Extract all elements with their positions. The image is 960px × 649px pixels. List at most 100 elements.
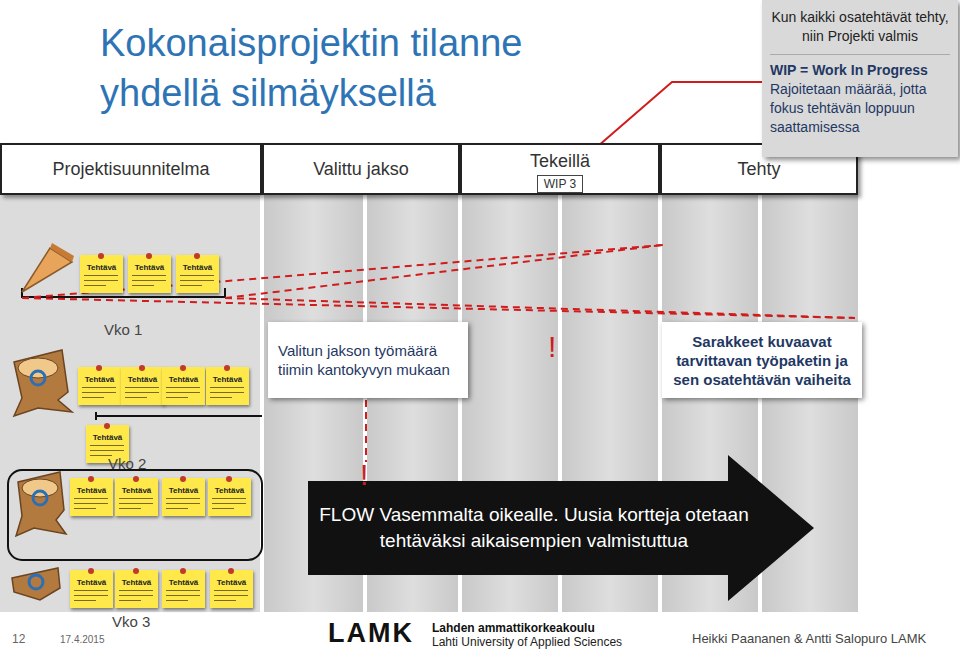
task-card: Tehtävä	[208, 478, 251, 516]
task-card: Tehtävä	[176, 255, 219, 293]
footer-band	[0, 612, 960, 649]
card-title: Tehtävä	[122, 578, 152, 587]
task-card: Tehtävä	[70, 570, 113, 608]
card-scribble	[74, 503, 108, 504]
card-scribble	[74, 590, 108, 591]
pin	[194, 253, 200, 259]
task-card: Tehtävä	[80, 255, 123, 293]
warning-mark: !	[548, 332, 556, 362]
card-title: Tehtävä	[215, 486, 245, 495]
column-title: Valittu jakso	[313, 159, 409, 180]
pin	[180, 476, 186, 482]
task-card: Tehtävä	[210, 570, 253, 608]
card-title: Tehtävä	[169, 375, 199, 384]
pin	[180, 365, 186, 371]
task-card: Tehtävä	[70, 478, 113, 516]
task-card: Tehtävä	[162, 478, 205, 516]
pin	[226, 476, 232, 482]
arrow-shape	[308, 455, 814, 601]
note-text: Sarakkeet kuvaavat tarvittavan työpaketi…	[672, 332, 852, 389]
card-title: Tehtävä	[128, 375, 158, 384]
card-title: Tehtävä	[93, 433, 123, 442]
school-name-en: Lahti University of Applied Sciences	[432, 636, 622, 648]
card-scribble	[90, 445, 124, 446]
pin	[96, 365, 102, 371]
date: 17.4.2015	[60, 635, 105, 645]
card-scribble	[166, 600, 188, 601]
card-scribble	[132, 280, 166, 281]
pin	[104, 423, 110, 429]
leader-lines	[22, 245, 855, 462]
card-title: Tehtävä	[85, 375, 115, 384]
card-title: Tehtävä	[217, 578, 247, 587]
week-label: Vko 2	[108, 456, 146, 471]
card-scribble	[166, 595, 200, 596]
note-text: Kun kaikki osatehtävät tehty, niin Proje…	[770, 8, 950, 55]
row-frame	[8, 470, 262, 560]
pin	[88, 476, 94, 482]
card-scribble	[132, 285, 154, 286]
bracket	[96, 412, 262, 420]
card-scribble	[166, 503, 200, 504]
card-scribble	[74, 508, 96, 509]
card-scribble	[210, 392, 244, 393]
task-card: Tehtävä	[162, 570, 205, 608]
card-scribble	[74, 498, 108, 499]
card-scribble	[210, 387, 244, 388]
column-header: Valittu jakso	[262, 143, 460, 195]
card-scribble	[119, 508, 141, 509]
card-scribble	[119, 590, 153, 591]
column-title: Tekeillä	[530, 151, 590, 172]
stump-illustration	[14, 350, 72, 416]
task-card: Tehtävä	[162, 367, 205, 405]
cake-illustration	[22, 243, 74, 292]
card-scribble	[84, 275, 118, 276]
card-scribble	[212, 498, 246, 499]
card-scribble	[74, 595, 108, 596]
card-scribble	[214, 600, 236, 601]
callout-box: Sarakkeet kuvaavat tarvittavan työpaketi…	[662, 322, 862, 398]
pin	[139, 365, 145, 371]
week-label: Vko 1	[104, 322, 142, 337]
note-heading: WIP = Work In Progress	[770, 61, 950, 80]
column-header: Projektisuunnitelma	[0, 143, 262, 195]
card-scribble	[132, 275, 166, 276]
flow-text: FLOW Vasemmalta oikealle. Uusia kortteja…	[314, 502, 754, 554]
card-scribble	[119, 595, 153, 596]
card-title: Tehtävä	[183, 263, 213, 272]
stump-illustration	[12, 568, 60, 600]
card-scribble	[166, 392, 200, 393]
card-title: Tehtävä	[213, 375, 243, 384]
card-scribble	[180, 285, 202, 286]
page-number: 12	[12, 633, 25, 645]
card-title: Tehtävä	[169, 486, 199, 495]
callout-box: Valitun jakson työmäärä tiimin kantokyvy…	[268, 322, 468, 398]
card-scribble	[90, 450, 124, 451]
card-scribble	[214, 595, 248, 596]
card-scribble	[214, 590, 248, 591]
note-text: Rajoitetaan määrää, jotta fokus tehtävän…	[770, 80, 950, 137]
card-scribble	[125, 397, 147, 398]
card-title: Tehtävä	[122, 486, 152, 495]
card-scribble	[166, 508, 188, 509]
card-scribble	[180, 280, 214, 281]
task-card: Tehtävä	[78, 367, 121, 405]
pin	[180, 568, 186, 574]
stump-illustration	[16, 472, 66, 536]
card-scribble	[84, 285, 106, 286]
card-scribble	[74, 600, 96, 601]
warning-mark: !	[360, 460, 368, 490]
card-scribble	[84, 280, 118, 281]
column-title: Tehty	[737, 159, 780, 180]
task-card: Tehtävä	[115, 478, 158, 516]
pin	[98, 253, 104, 259]
pin	[224, 365, 230, 371]
card-title: Tehtävä	[87, 263, 117, 272]
card-scribble	[166, 397, 188, 398]
card-scribble	[82, 387, 116, 388]
column-header: TekeilläWIP 3	[460, 143, 660, 195]
task-card: Tehtävä	[115, 570, 158, 608]
note-text: Valitun jakson työmäärä tiimin kantokyvy…	[278, 341, 458, 379]
task-card: Tehtävä	[121, 367, 164, 405]
authors: Heikki Paananen & Antti Salopuro LAMK	[692, 632, 926, 645]
